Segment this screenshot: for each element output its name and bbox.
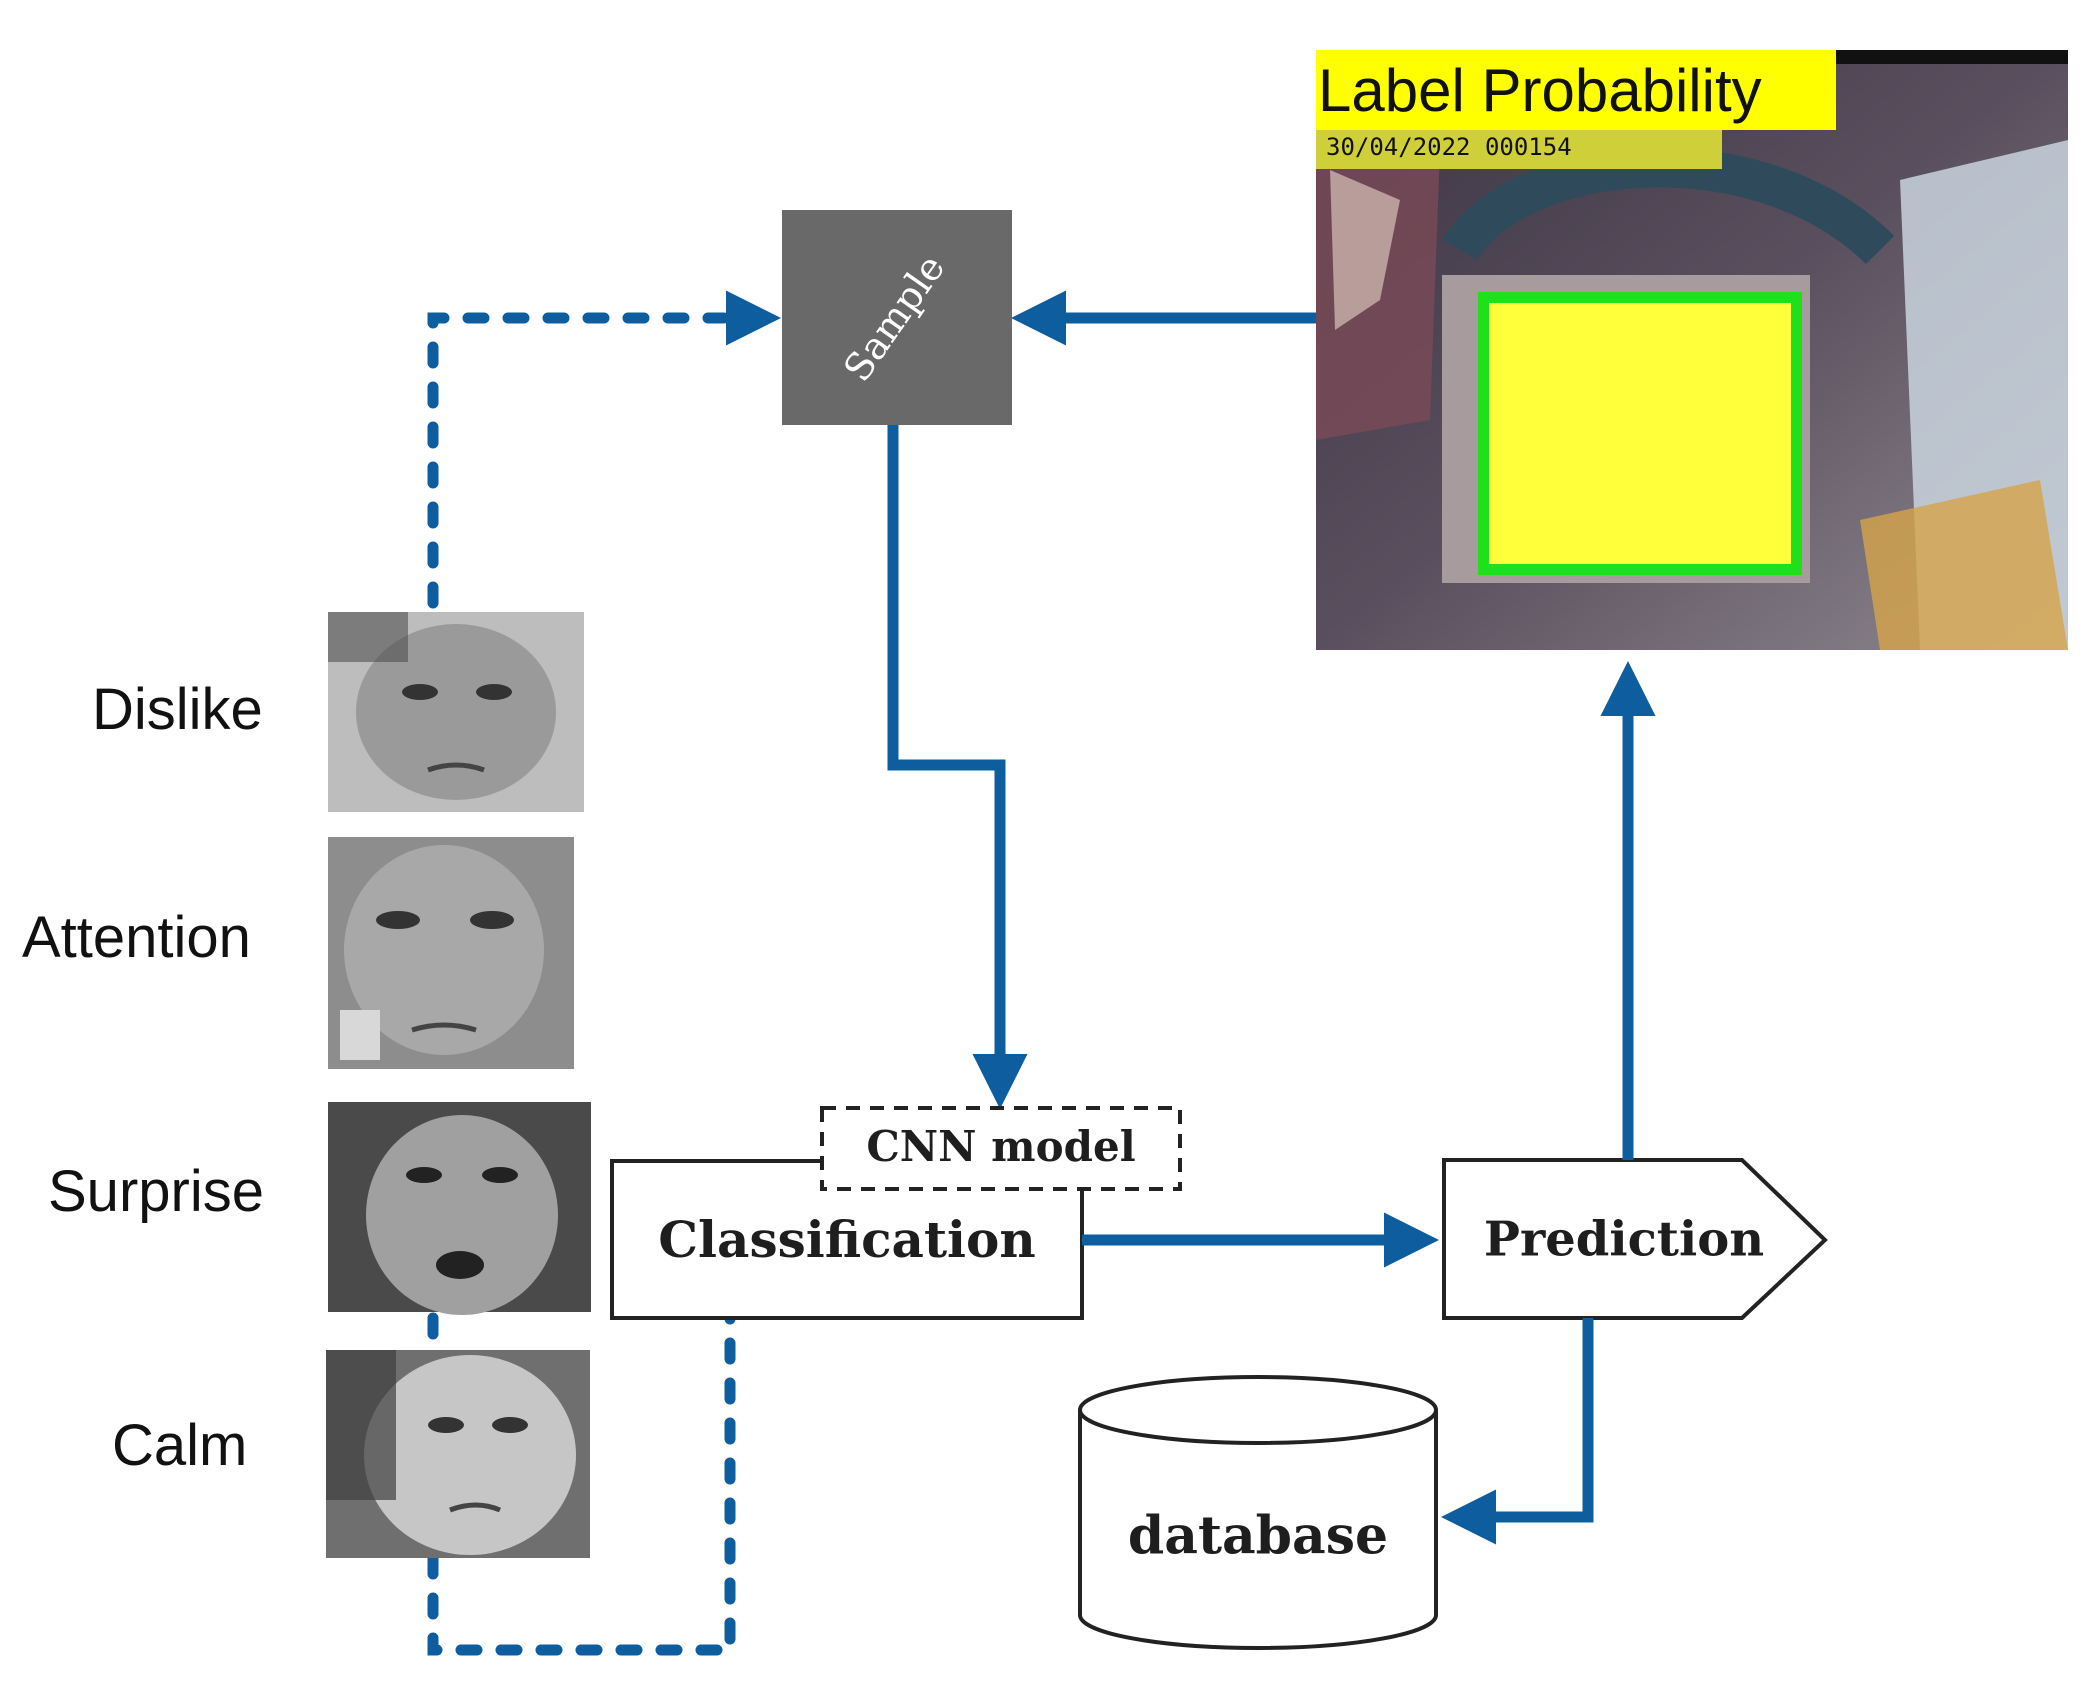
face-photo-dislike [328,612,584,812]
face-photo-calm [326,1350,590,1558]
database-label: database [1128,1506,1388,1567]
face-label-calm: Calm [112,1413,248,1478]
dotted-feedback-top [427,290,781,609]
webcam-frame-photo [1316,50,2068,650]
face-label-attention: Attention [22,905,251,970]
sample-node: Sample [782,210,1012,425]
face-label-surprise: Surprise [48,1159,264,1224]
photo-title: Label Probability [1318,57,1762,124]
cnn-model-node: CNN model [820,1106,1182,1191]
prediction-node: Prediction [1442,1158,1828,1320]
photo-timestamp: 30/04/2022 000154 [1326,133,1572,161]
arrow-prediction-to-database [1441,1318,1594,1545]
database-node: database [1078,1375,1438,1650]
classification-label: Classification [658,1210,1035,1269]
face-photo-attention [328,837,574,1069]
face-label-dislike: Dislike [92,677,263,742]
cnn-model-label: CNN model [866,1122,1135,1171]
arrow-sample-to-cnn [887,425,1028,1109]
face-photo-surprise [328,1102,591,1315]
prediction-label: Prediction [1484,1212,1764,1268]
